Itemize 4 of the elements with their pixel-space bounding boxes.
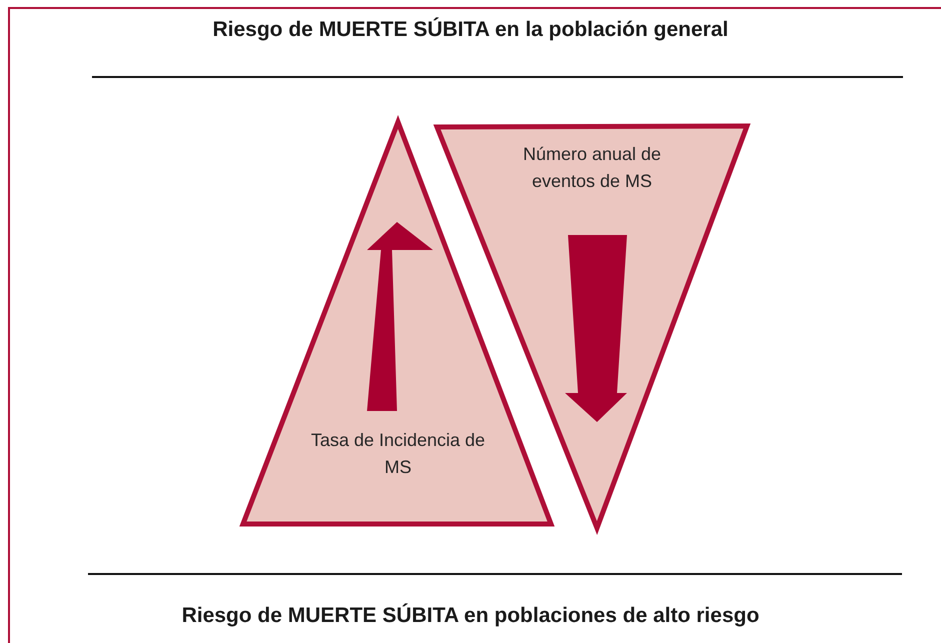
section-heading: Riesgo de MUERTE SÚBITA en poblaciones de alto riesgo (180, 604, 760, 628)
node-label: Número anual de eventos de MS (522, 143, 662, 193)
diagram-title: Riesgo de MUERTE SÚBITA en la población general (212, 18, 730, 42)
node-label: Tasa de Incidencia de MS (310, 429, 486, 479)
